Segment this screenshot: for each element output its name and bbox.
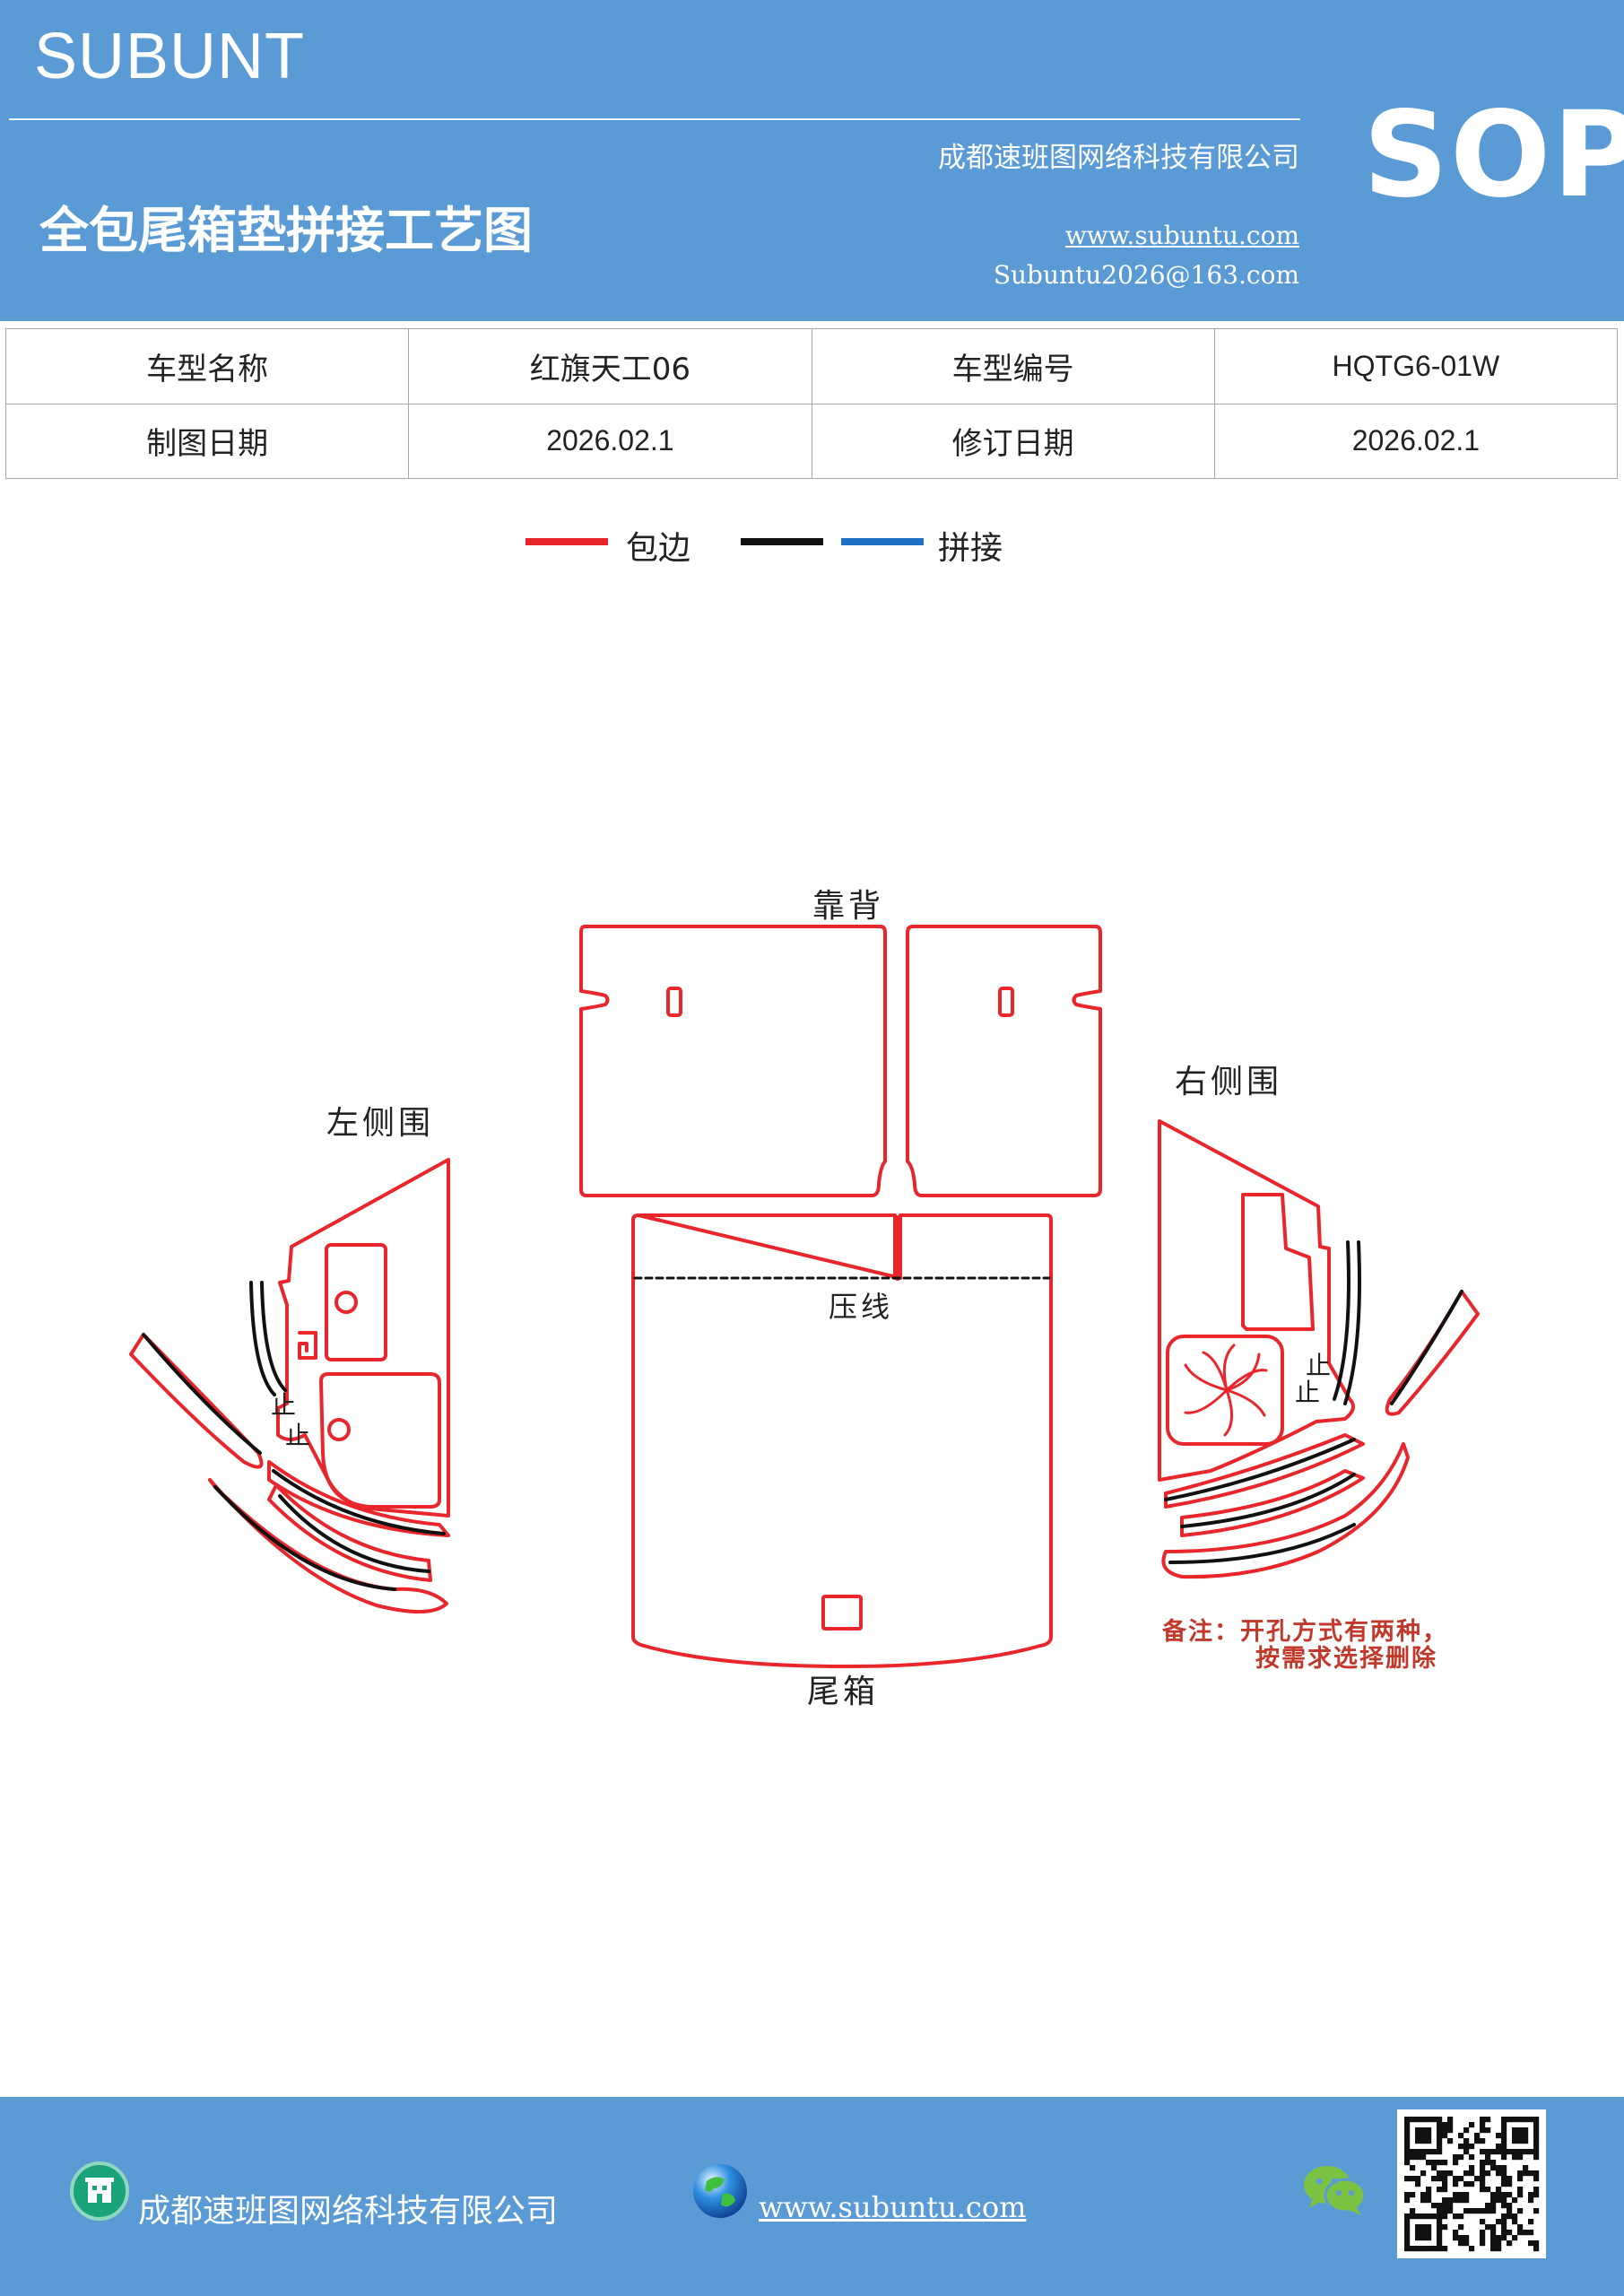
right-arch-strip	[1168, 1523, 1356, 1564]
left-arch-strip	[129, 1333, 264, 1469]
left-side-cutout-lower	[319, 1372, 441, 1509]
legend-blue-swatch	[841, 538, 924, 545]
legend-edge-swatch	[525, 538, 608, 545]
draw-date-label: 制图日期	[4, 403, 410, 479]
right-side-fan-cutout	[1166, 1335, 1284, 1446]
left-arch-strip	[213, 1485, 396, 1591]
left-side-cutout-upper	[325, 1243, 387, 1361]
backrest-left-slot	[666, 987, 682, 1017]
backrest-right-piece	[906, 925, 1102, 1197]
header-email: Subuntu2026@163.com	[993, 260, 1299, 290]
trunk-floor-piece	[631, 1213, 1053, 1668]
model-code-value: HQTG6-01W	[1213, 328, 1619, 404]
right-arch-strip	[1161, 1442, 1410, 1579]
header-divider	[9, 118, 1300, 120]
left-stop-label: 止	[271, 1390, 300, 1420]
left-side-panel	[276, 1158, 450, 1518]
right-arch-strip	[1164, 1433, 1365, 1509]
model-name-label: 车型名称	[4, 328, 410, 404]
model-name-value: 红旗天工06	[408, 328, 812, 404]
trunk-floor-cutout	[821, 1595, 863, 1631]
left-side-label: 左侧围	[326, 1105, 434, 1142]
legend-splice-label: 拼接	[938, 530, 1003, 567]
left-side-notch	[298, 1331, 317, 1360]
footer-company-name: 成都速班图网络科技有限公司	[138, 2193, 559, 2230]
right-arch-strip	[1333, 1240, 1361, 1405]
left-arch-strip	[142, 1333, 262, 1455]
right-side-label: 右侧围	[1175, 1064, 1282, 1100]
left-arch-strip	[249, 1281, 287, 1396]
table-row: 车型名称 红旗天工06 车型编号 HQTG6-01W	[4, 328, 1619, 404]
legend: 包边 拼接	[0, 520, 1624, 574]
legend-black-swatch	[741, 538, 823, 545]
left-stop-label: 止	[285, 1421, 314, 1450]
backrest-right-slot	[998, 987, 1014, 1017]
header-banner: SUBUNT 成都速班图网络科技有限公司 全包尾箱垫拼接工艺图 www.subu…	[0, 0, 1624, 321]
right-arch-strip	[1180, 1469, 1365, 1537]
backrest-label: 靠背	[812, 888, 884, 925]
brand-name: SUBUNT	[34, 21, 306, 92]
left-arch-strip	[208, 1478, 448, 1613]
draw-date-value: 2026.02.1	[408, 403, 812, 479]
left-arch-strip	[272, 1469, 446, 1535]
wechat-icon[interactable]	[1302, 2163, 1367, 2217]
right-arch-strip	[1385, 1290, 1480, 1416]
footer-website-link[interactable]: www.subuntu.com	[759, 2190, 1027, 2224]
globe-icon	[690, 2161, 750, 2221]
fan-icon	[1184, 1344, 1268, 1437]
right-arch-strip	[1180, 1473, 1356, 1528]
right-side-panel	[1158, 1119, 1355, 1482]
backrest-left-piece	[579, 925, 887, 1197]
left-side-hole-upper	[334, 1291, 358, 1314]
note-line-1: 备注：开孔方式有两种，	[1161, 1617, 1448, 1646]
trunk-label: 尾箱	[807, 1674, 879, 1710]
right-arch-strip	[1164, 1438, 1356, 1501]
page-title: 全包尾箱垫拼接工艺图	[39, 202, 534, 259]
legend-edge-label: 包边	[626, 530, 691, 567]
header-company-name: 成都速班图网络科技有限公司	[938, 142, 1299, 174]
model-code-label: 车型编号	[811, 328, 1215, 404]
revise-date-value: 2026.02.1	[1213, 403, 1619, 479]
right-side-cutout-upper	[1241, 1193, 1315, 1331]
note-line-2: 按需求选择删除	[1255, 1644, 1437, 1673]
header-website-link[interactable]: www.subuntu.com	[1064, 221, 1299, 250]
pattern-diagram: 靠背 左侧围 右侧围 压线 尾箱 止 止 止 止 备注：开孔方式有两种， 按需求…	[0, 861, 1624, 1722]
crease-label: 压线	[829, 1290, 893, 1324]
table-row: 制图日期 2026.02.1 修订日期 2026.02.1	[4, 403, 1619, 479]
right-stop-label: 止	[1295, 1378, 1324, 1407]
left-arch-strip	[278, 1494, 430, 1573]
sop-badge: SOP	[1363, 86, 1624, 224]
left-arch-strip	[267, 1460, 450, 1537]
info-table: 车型名称 红旗天工06 车型编号 HQTG6-01W 制图日期 2026.02.…	[4, 328, 1619, 479]
qr-code[interactable]	[1397, 2109, 1546, 2258]
footer-banner: 成都速班图网络科技有限公司 www.subuntu.com	[0, 2097, 1624, 2296]
left-side-hole-lower	[327, 1418, 351, 1441]
revise-date-label: 修订日期	[811, 403, 1215, 479]
building-icon	[70, 2161, 129, 2221]
right-stop-label: 止	[1306, 1351, 1334, 1380]
right-arch-strip	[1390, 1290, 1463, 1405]
left-arch-strip	[267, 1483, 432, 1582]
